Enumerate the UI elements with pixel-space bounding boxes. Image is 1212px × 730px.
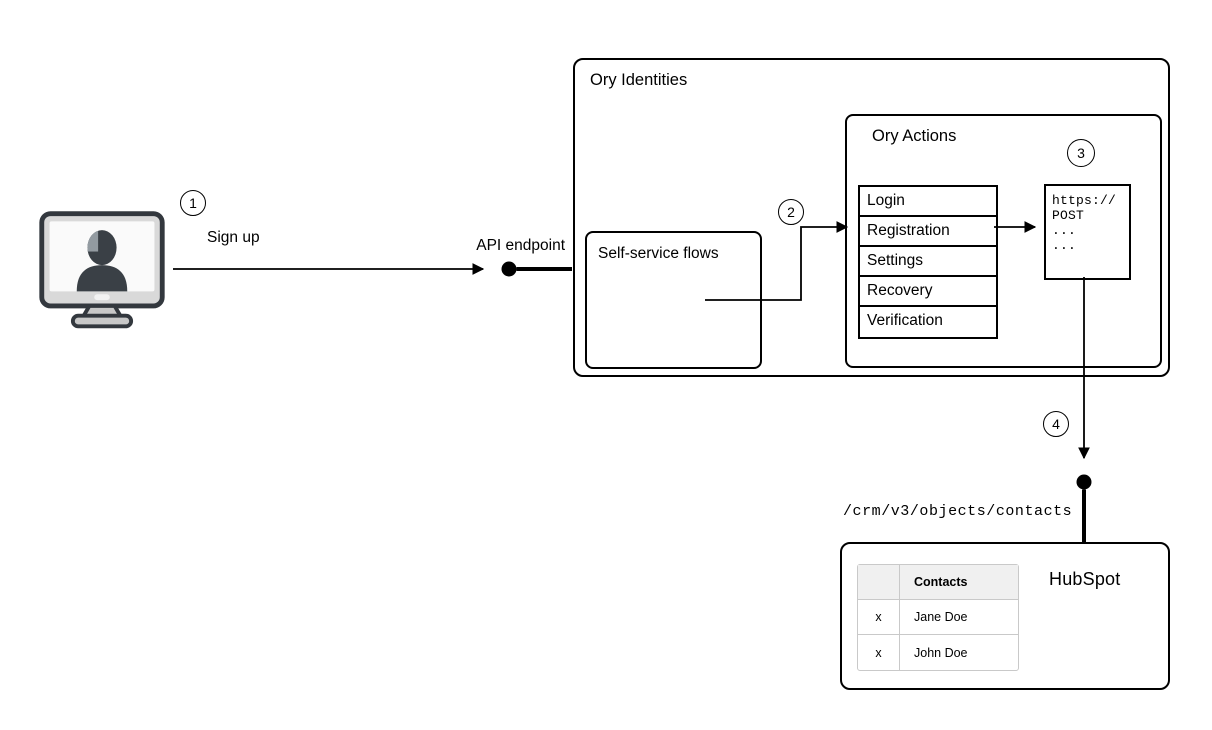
webhook-line-method: POST <box>1052 208 1085 223</box>
step-2-badge: 2 <box>778 199 804 225</box>
contacts-table: Contacts x Jane Doe x John Doe <box>857 564 1019 671</box>
flow-row-login: Login <box>860 187 996 217</box>
flow-type-table: Login Registration Settings Recovery Ver… <box>858 185 998 339</box>
api-endpoint-label: API endpoint <box>476 237 565 254</box>
contacts-header-cell: Contacts <box>914 575 968 589</box>
contacts-row-name: Jane Doe <box>914 610 968 624</box>
step-2-number: 2 <box>787 204 795 220</box>
crm-path-label: /crm/v3/objects/contacts <box>843 503 1073 520</box>
api-endpoint-dot <box>501 261 517 277</box>
webhook-line-ellipsis-2: ... <box>1052 238 1077 253</box>
step-4-number: 4 <box>1052 416 1060 432</box>
step-3-badge: 3 <box>1067 139 1095 167</box>
user-terminal-icon <box>39 211 165 329</box>
contacts-row-mark: x <box>858 600 900 634</box>
ory-actions-box: Ory Actions Login Registration Settings … <box>845 114 1162 368</box>
hubspot-box: HubSpot Contacts x Jane Doe x John Doe <box>840 542 1170 690</box>
step-1-number: 1 <box>189 195 197 211</box>
contacts-row-john: x John Doe <box>858 635 1018 670</box>
flow-row-settings: Settings <box>860 247 996 277</box>
step-3-number: 3 <box>1077 145 1085 161</box>
hubspot-title: HubSpot <box>1049 569 1121 589</box>
flow-row-registration: Registration <box>860 217 996 247</box>
step-4-badge: 4 <box>1043 411 1069 437</box>
contacts-row-jane: x Jane Doe <box>858 600 1018 635</box>
step-1-badge: 1 <box>180 190 206 216</box>
flow-row-verification: Verification <box>867 312 943 329</box>
contacts-header-empty-cell <box>858 565 900 599</box>
webhook-line-url: https:// <box>1052 193 1117 208</box>
self-service-flows-title: Self-service flows <box>598 245 719 262</box>
hubspot-endpoint-dot <box>1076 474 1092 490</box>
sign-up-label: Sign up <box>207 229 260 246</box>
webhook-line-ellipsis-1: ... <box>1052 223 1077 238</box>
flow-row-recovery: Recovery <box>860 277 996 307</box>
ory-actions-title: Ory Actions <box>872 127 957 145</box>
self-service-flows-box: Self-service flows <box>585 231 762 369</box>
ory-identities-title: Ory Identities <box>590 71 688 89</box>
ory-identities-box: Ory Identities Self-service flows Ory Ac… <box>573 58 1170 377</box>
contacts-row-mark: x <box>858 635 900 670</box>
contacts-table-header-row: Contacts <box>858 565 1018 600</box>
webhook-request-box: https:// POST ... ... <box>1044 184 1131 280</box>
contacts-row-name: John Doe <box>914 645 968 660</box>
